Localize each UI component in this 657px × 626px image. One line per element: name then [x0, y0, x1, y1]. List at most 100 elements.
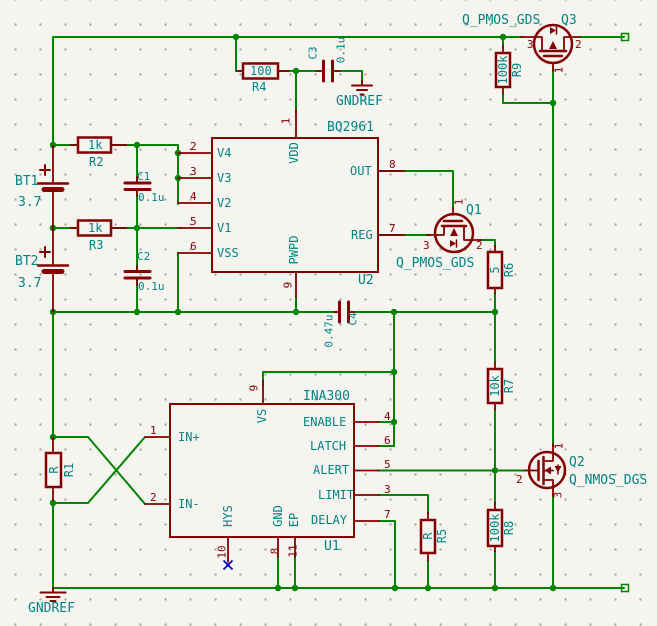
q1-pin-number: 3	[423, 239, 430, 252]
q1-ref[interactable]: Q1	[466, 203, 482, 218]
r8-value[interactable]: 100k	[488, 513, 502, 543]
r4-ref[interactable]: R4	[252, 80, 267, 94]
u2-pin-number: 6	[190, 240, 197, 253]
u2-pin-number: 5	[190, 215, 197, 228]
u1-pin-name: IN-	[178, 497, 200, 511]
q3-ref[interactable]: Q3	[561, 13, 577, 28]
r8-ref[interactable]: R8	[502, 520, 516, 536]
wire[interactable]	[378, 494, 429, 514]
u2-pin-name: VDD	[287, 142, 301, 164]
r4-value[interactable]: 100	[250, 64, 272, 78]
transistor-q3-symbol[interactable]	[520, 23, 581, 72]
resistor-r7-symbol[interactable]	[486, 362, 504, 410]
r6-ref[interactable]: R6	[502, 262, 516, 278]
capacitor-c2-symbol[interactable]	[123, 265, 152, 286]
r5-ref[interactable]: R5	[435, 528, 449, 544]
q2-pin-number: 3	[551, 491, 565, 499]
u2-ref[interactable]: U2	[358, 273, 374, 288]
r2-value[interactable]: 1k	[88, 138, 103, 152]
u1-symbol[interactable]	[144, 380, 380, 563]
r5-value[interactable]: R	[421, 532, 435, 540]
q3-value[interactable]: Q_PMOS_GDS	[462, 13, 541, 28]
resistor-r9-symbol[interactable]	[494, 45, 512, 94]
q2-pin-number: 2	[516, 473, 523, 486]
gndref-symbol-top[interactable]	[351, 80, 373, 96]
c2-ref[interactable]: C2	[137, 250, 151, 263]
u2-pin-name: V1	[217, 221, 232, 235]
resistor-r5-symbol[interactable]	[419, 512, 437, 561]
r7-value[interactable]: 10k	[488, 375, 502, 397]
u2-pin-number: 1	[279, 117, 293, 125]
bt2-ref[interactable]: BT2	[15, 254, 39, 269]
c4-ref[interactable]: C4	[346, 312, 360, 326]
wires[interactable]	[52, 36, 625, 589]
q3-pin-number: 2	[575, 38, 582, 51]
u2-pin-name: VSS	[217, 246, 239, 260]
capacitor-c4-symbol[interactable]	[333, 300, 355, 324]
r7-ref[interactable]: R7	[502, 378, 516, 394]
wire[interactable]	[479, 239, 496, 248]
resistor-r1-symbol[interactable]	[44, 437, 63, 501]
u2-pin-name: PWPD	[287, 235, 301, 265]
c1-value[interactable]: 0.1u	[138, 191, 165, 204]
u2-pin-number: 4	[190, 190, 197, 203]
resistor-r4-symbol[interactable]	[236, 62, 289, 80]
u1-pin-name: LATCH	[310, 439, 347, 453]
c3-value[interactable]: 0.1u	[334, 36, 348, 64]
q2-pin-number: 1	[552, 442, 566, 450]
u2-pin-name: OUT	[350, 164, 372, 178]
u1-pin-number: 6	[384, 434, 391, 447]
wire[interactable]	[52, 436, 146, 504]
r1-value[interactable]: R	[47, 466, 61, 474]
gndref-label-top[interactable]: GNDREF	[336, 94, 383, 109]
capacitor-c3-symbol[interactable]	[316, 59, 340, 83]
u2-symbol[interactable]	[177, 109, 405, 298]
bt1-value[interactable]: 3.7	[18, 195, 42, 210]
u2-value[interactable]: BQ2961	[327, 120, 374, 135]
wire[interactable]	[52, 436, 146, 505]
r9-ref[interactable]: R9	[510, 62, 524, 78]
wire[interactable]	[378, 520, 396, 589]
battery-bt2-symbol[interactable]	[36, 227, 70, 313]
u2-pin-name: V3	[217, 171, 232, 185]
u2-pin-number: 8	[389, 158, 396, 171]
u1-pin-name: IN+	[178, 430, 200, 444]
c1-ref[interactable]: C1	[137, 170, 151, 183]
u1-pin-number: 9	[247, 384, 261, 392]
r3-ref[interactable]: R3	[89, 238, 104, 252]
resistor-r2-symbol[interactable]	[70, 136, 127, 154]
u1-pin-number: 2	[150, 491, 157, 504]
gndref-symbol-bottom[interactable]	[39, 587, 67, 602]
u1-ref[interactable]: U1	[324, 539, 340, 554]
q1-pin-number: 1	[452, 198, 466, 206]
resistor-r3-symbol[interactable]	[70, 219, 127, 237]
battery-bt1-symbol[interactable]	[36, 145, 70, 229]
wire[interactable]	[335, 70, 363, 82]
r2-ref[interactable]: R2	[89, 155, 104, 169]
u1-pin-number: 7	[384, 508, 391, 521]
wire[interactable]	[377, 170, 454, 209]
c4-value[interactable]: 0.47u	[322, 314, 336, 348]
u1-value[interactable]: INA300	[303, 389, 350, 404]
resistor-r8-symbol[interactable]	[486, 502, 504, 552]
r6-value[interactable]: 5	[488, 266, 502, 274]
transistor-q2-symbol[interactable]	[524, 443, 567, 497]
wire[interactable]	[502, 92, 554, 104]
capacitor-c1-symbol[interactable]	[123, 176, 152, 197]
c2-value[interactable]: 0.1u	[138, 280, 165, 293]
transistor-q1-symbol[interactable]	[426, 207, 482, 254]
r1-ref[interactable]: R1	[62, 462, 76, 478]
q2-ref[interactable]: Q2	[569, 455, 585, 470]
wire[interactable]	[136, 144, 179, 205]
bt2-value[interactable]: 3.7	[18, 276, 42, 291]
r9-value[interactable]: 100k	[496, 55, 510, 85]
r3-value[interactable]: 1k	[88, 221, 103, 235]
bt1-ref[interactable]: BT1	[15, 174, 39, 189]
gndref-label-bottom[interactable]: GNDREF	[28, 601, 75, 616]
q1-value[interactable]: Q_PMOS_GDS	[396, 256, 475, 271]
resistor-r6-symbol[interactable]	[486, 245, 504, 294]
c3-ref[interactable]: C3	[306, 46, 320, 60]
q2-value[interactable]: Q_NMOS_DGS	[569, 473, 648, 488]
